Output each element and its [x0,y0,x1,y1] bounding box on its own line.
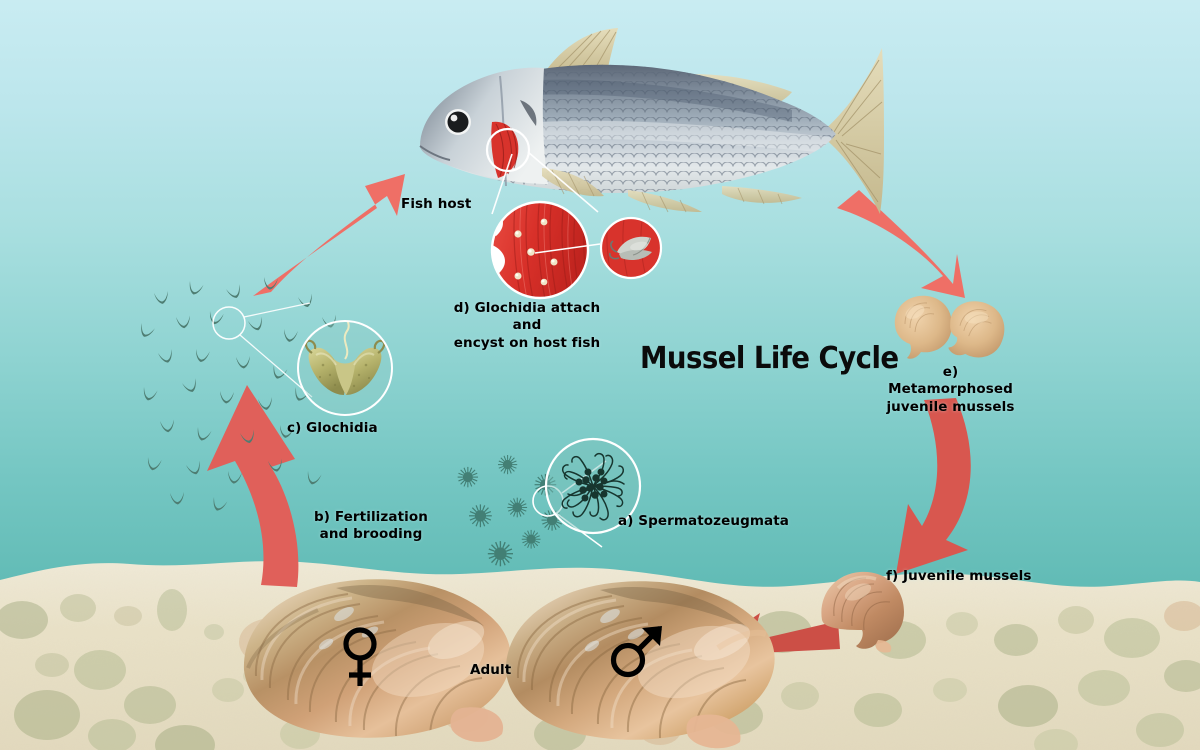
gill-leader-lines [491,151,599,215]
arrow-fish-host-to-e [837,190,965,298]
fish-gill-magnifier [490,200,601,300]
arrow-b-to-c [207,385,299,587]
settled-juvenile-mussel [821,571,904,653]
fish-host-illustration [419,28,884,214]
male-mussel-symbol [610,626,662,678]
glochidia-magnifier [297,320,393,416]
label-stage-b: b) Fertilization and brooding [314,509,428,543]
spermatozeugmata-magnifier [544,437,642,535]
label-stage-e: e) Metamorphosed juvenile mussels [886,364,1015,415]
label-stage-d: d) Glochidia attach and encyst on host f… [453,300,601,351]
metamorphosed-juvenile-mussels [894,295,1005,359]
adult-male-mussel [505,581,775,749]
arrow-e-to-f [896,398,971,574]
label-stage-f: f) Juvenile mussels [886,568,1032,584]
label-stage-a: a) Spermatozeugmata [618,513,790,529]
encysted-glochidium-magnifier [599,216,663,280]
adult-female-mussel [243,579,511,742]
arrow-c-to-fish-host [253,174,405,296]
label-fish-host: Fish host [401,196,472,212]
label-stage-c: c) Glochidia [287,420,378,436]
glochidia-swarm [141,277,336,511]
diagram-title: Mussel Life Cycle [640,341,899,376]
label-adult: Adult [470,662,512,678]
female-mussel-symbol [343,627,377,686]
